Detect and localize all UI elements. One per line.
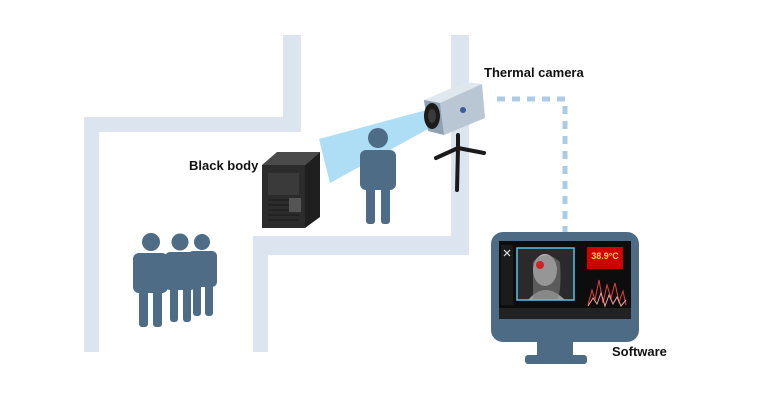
person-icon [133, 233, 168, 327]
thermal-camera-icon [424, 82, 485, 135]
person-icon [360, 128, 396, 224]
black-body-icon [262, 152, 320, 228]
thermal-waveform [587, 279, 627, 308]
thermal-face-view [516, 247, 575, 301]
people-queue-icon [133, 233, 217, 327]
temperature-reading-box [587, 247, 623, 269]
tripod-icon [434, 133, 486, 192]
software-label: Software [612, 344, 667, 359]
camera-software-link [497, 96, 568, 240]
person-icon [165, 233, 196, 322]
monitor-icon [491, 232, 639, 364]
temperature-reading: 38.9°C [591, 251, 619, 261]
black-body-label: Black body [189, 158, 259, 173]
thermal-camera-label: Thermal camera [484, 65, 584, 80]
